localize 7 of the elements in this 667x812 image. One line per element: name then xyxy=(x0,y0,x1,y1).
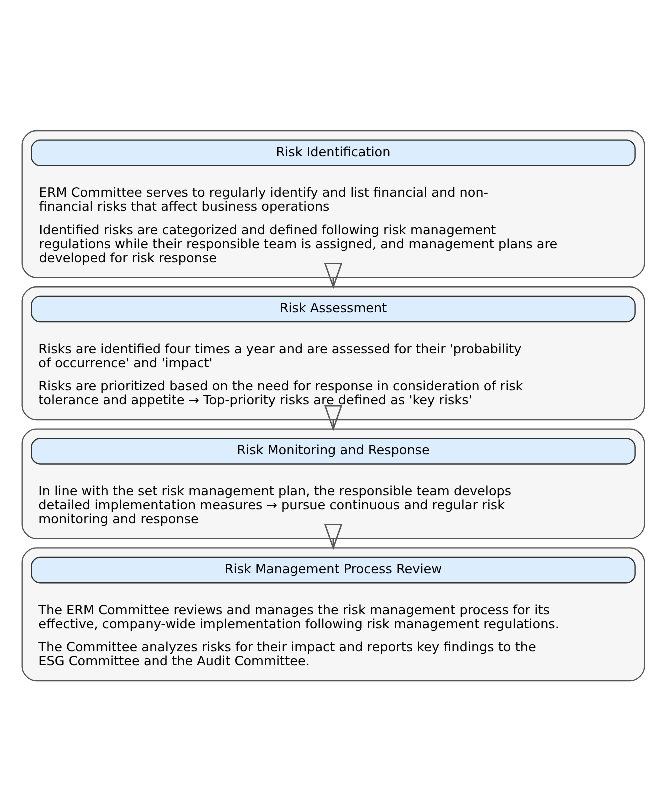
arrow xyxy=(324,524,343,550)
node-box: Risk Management Process Review xyxy=(31,556,636,584)
node-box: Risk Monitoring and Response xyxy=(31,438,636,465)
arrow xyxy=(324,263,343,290)
arrow xyxy=(324,405,343,432)
node-box: Risk Assessment xyxy=(31,296,636,323)
node-box: Risk Identification xyxy=(31,140,636,167)
